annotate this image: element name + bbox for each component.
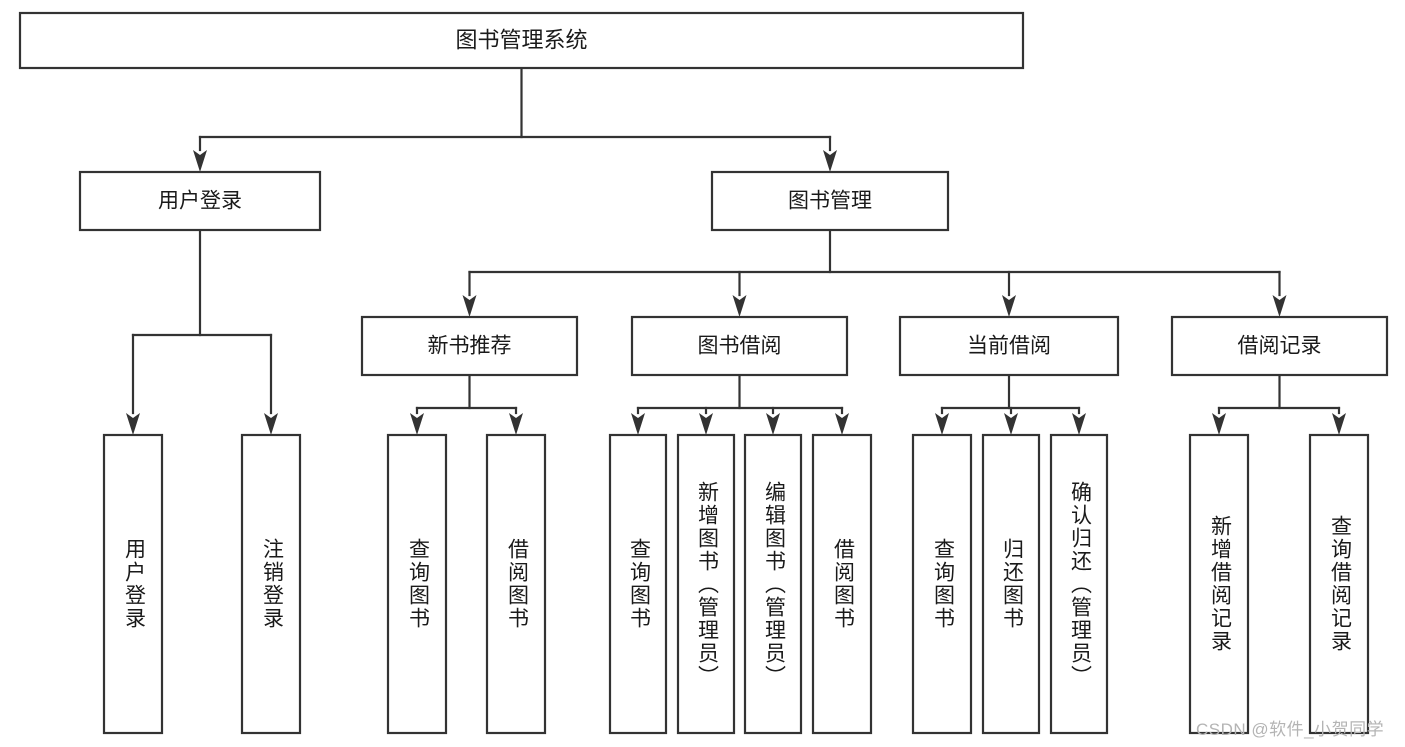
arrow-head-icon [1002, 295, 1016, 317]
arrow-head-icon [823, 150, 837, 172]
node-leaf-query-book-current[interactable] [911, 433, 973, 735]
arrow-head-icon [631, 413, 645, 435]
node-root[interactable] [18, 11, 1025, 70]
node-leaf-query-book-borrow[interactable] [608, 433, 668, 735]
node-borrow-record-label: 借阅记录 [1238, 335, 1322, 358]
node-current-borrow-label: 当前借阅 [967, 335, 1051, 358]
box-layer [18, 11, 1389, 735]
node-user-login[interactable] [78, 170, 322, 232]
arrow-head-icon [1212, 413, 1226, 435]
arrow-head-icon [835, 413, 849, 435]
arrow-head-icon [935, 413, 949, 435]
node-leaf-query-borrow-record[interactable] [1308, 433, 1370, 735]
arrow-head-icon [462, 295, 477, 317]
node-book-borrow[interactable] [630, 315, 849, 377]
node-leaf-borrow-book-new[interactable] [485, 433, 547, 735]
node-leaf-query-book-new[interactable] [386, 433, 448, 735]
node-borrow-record[interactable] [1170, 315, 1389, 377]
arrow-head-icon [264, 413, 278, 435]
node-leaf-confirm-return[interactable] [1049, 433, 1109, 735]
node-leaf-logout-login[interactable] [240, 433, 302, 735]
node-book-management-label: 图书管理 [788, 190, 872, 213]
node-leaf-user-login[interactable] [102, 433, 164, 735]
node-leaf-add-book[interactable] [676, 433, 736, 735]
node-new-book-recommend-label: 新书推荐 [428, 335, 512, 358]
node-leaf-borrow-book[interactable] [811, 433, 873, 735]
arrow-head-icon [1072, 413, 1086, 435]
arrow-head-icon [193, 150, 207, 172]
arrow-head-icon [1332, 413, 1346, 435]
arrow-head-icon [699, 413, 713, 435]
node-new-book-recommend[interactable] [360, 315, 579, 377]
arrow-head-icon [1004, 413, 1018, 435]
csdn-watermark: CSDN @软件_小贺同学 [1196, 720, 1385, 739]
arrow-head-icon [732, 295, 747, 317]
arrow-head-icon [766, 413, 780, 435]
arrow-head-icon [410, 413, 424, 435]
node-leaf-return-book[interactable] [981, 433, 1041, 735]
node-leaf-edit-book[interactable] [743, 433, 803, 735]
arrow-head-icon [1272, 295, 1287, 317]
node-book-borrow-label: 图书借阅 [698, 335, 782, 358]
node-leaf-add-borrow-record[interactable] [1188, 433, 1250, 735]
node-root-label: 图书管理系统 [455, 27, 587, 52]
node-book-management[interactable] [710, 170, 950, 232]
node-user-login-label: 用户登录 [158, 190, 242, 213]
arrow-head-icon [126, 413, 140, 435]
connector-layer [126, 66, 1346, 435]
arrow-head-icon [509, 413, 523, 435]
node-current-borrow[interactable] [898, 315, 1120, 377]
